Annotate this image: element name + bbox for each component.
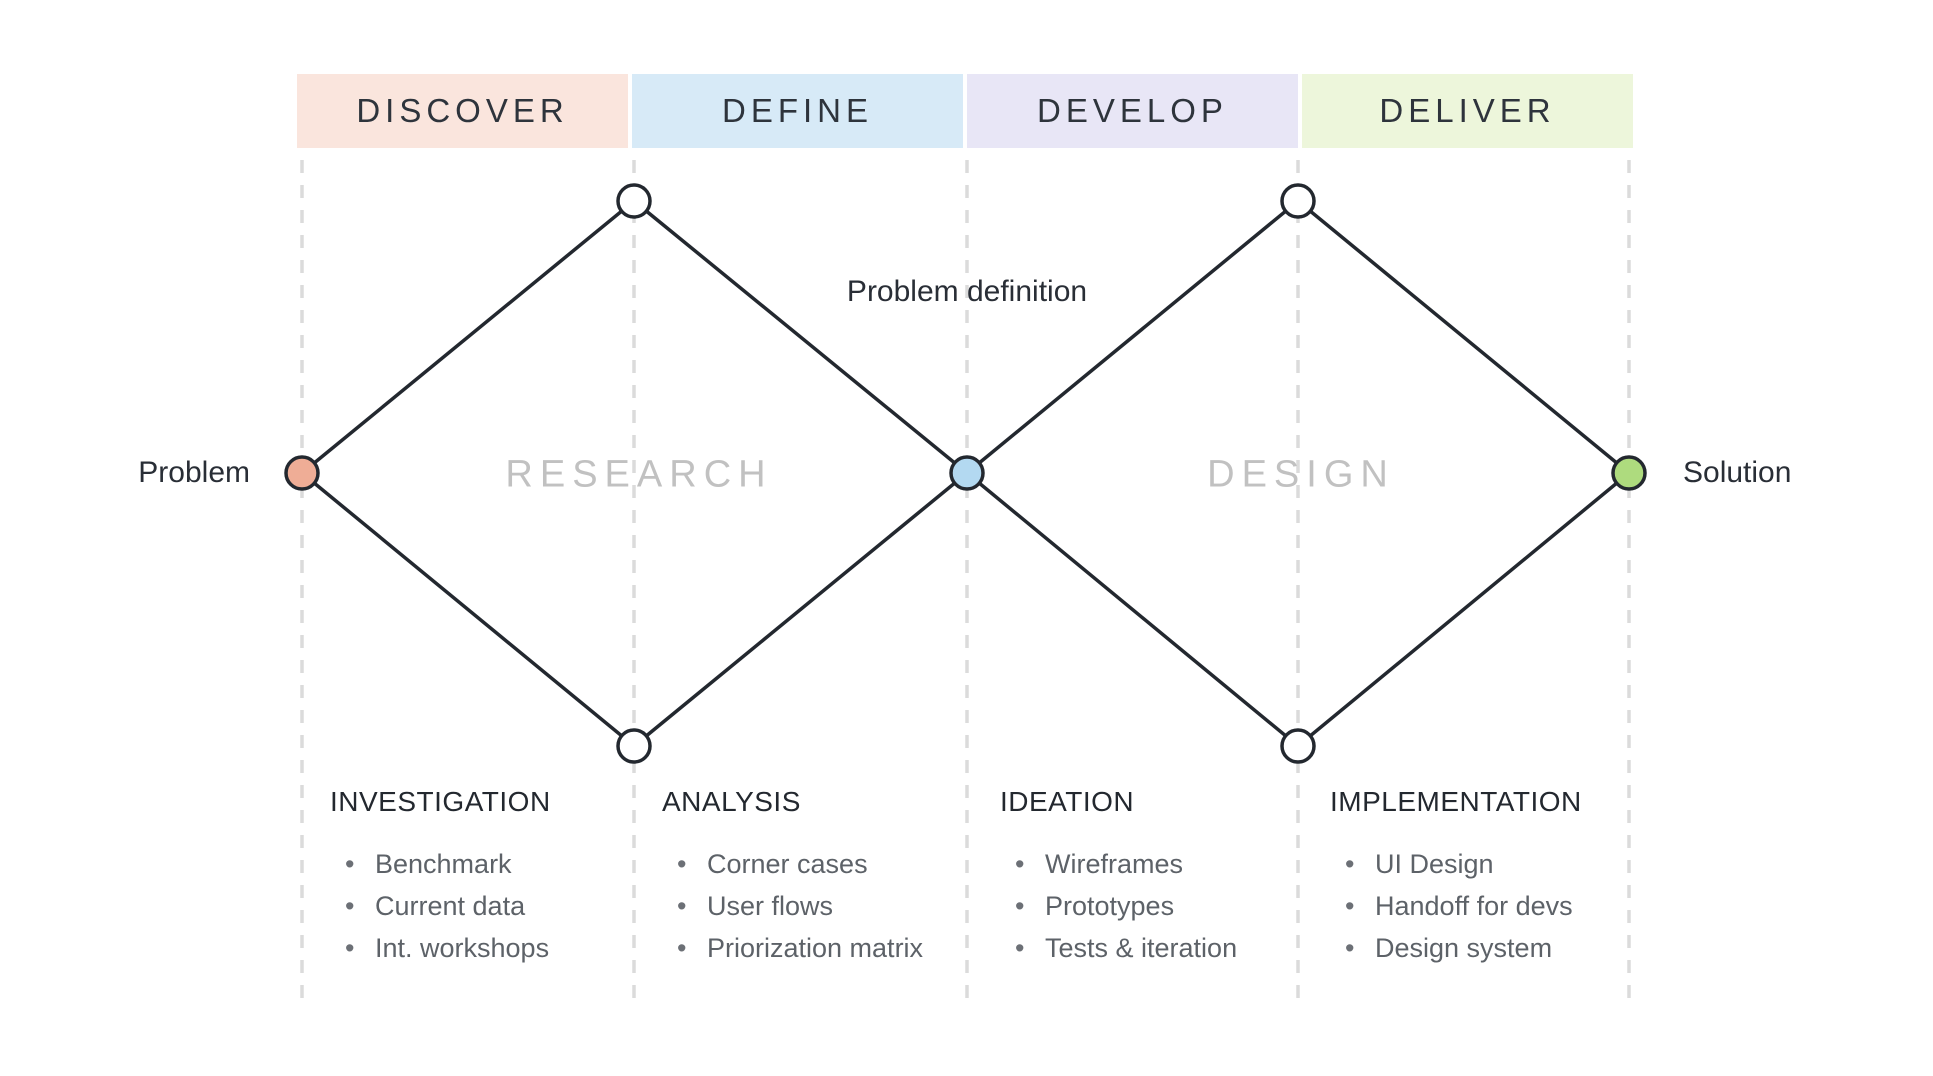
list-item: • Int. workshops bbox=[330, 927, 640, 969]
column-title: INVESTIGATION bbox=[330, 786, 551, 817]
list-item: • Handoff for devs bbox=[1330, 885, 1640, 927]
solution-label: Solution bbox=[1683, 456, 1792, 489]
phase-discover: DISCOVER bbox=[297, 74, 628, 148]
list-item: • Benchmark bbox=[330, 843, 640, 885]
problem-definition-label: Problem definition bbox=[846, 275, 1088, 308]
bullet-icon: • bbox=[677, 891, 687, 921]
column-analysis: ANALYSIS • Corner cases • User flows • Prio… bbox=[662, 786, 972, 969]
bullet-icon: • bbox=[677, 933, 687, 963]
list-item-label: Corner cases bbox=[707, 849, 868, 879]
phase-deliver: DELIVER bbox=[1302, 74, 1633, 148]
list-item-label: Design system bbox=[1375, 933, 1553, 963]
list-item-label: Int. workshops bbox=[375, 933, 550, 963]
bullet-icon: • bbox=[1015, 891, 1025, 921]
column-item-list: • Wireframes • Prototypes • Tests & iterati… bbox=[1000, 843, 1310, 969]
list-item: • Design system bbox=[1330, 927, 1640, 969]
list-item: • Current data bbox=[330, 885, 640, 927]
list-item-label: Current data bbox=[375, 891, 526, 921]
list-item: • Corner cases bbox=[662, 843, 972, 885]
research-top-node bbox=[616, 183, 652, 219]
list-item: • Prototypes bbox=[1000, 885, 1310, 927]
list-item: • Priorization matrix bbox=[662, 927, 972, 969]
list-item: • Tests & iteration bbox=[1000, 927, 1310, 969]
list-item: • UI Design bbox=[1330, 843, 1640, 885]
phase-header-band: DISCOVER DEFINE DEVELOP DELIVER bbox=[297, 74, 1633, 148]
design-watermark-label: DESIGN bbox=[1207, 453, 1395, 496]
bullet-icon: • bbox=[345, 849, 355, 879]
design-top-node bbox=[1280, 183, 1316, 219]
column-title: IMPLEMENTATION bbox=[1330, 786, 1582, 817]
list-item: • User flows bbox=[662, 885, 972, 927]
list-item-label: Benchmark bbox=[375, 849, 512, 879]
bullet-icon: • bbox=[1345, 891, 1355, 921]
bullet-icon: • bbox=[345, 891, 355, 921]
column-item-list: • UI Design • Handoff for devs • Design sys… bbox=[1330, 843, 1640, 969]
list-item-label: Prototypes bbox=[1045, 891, 1175, 921]
bullet-icon: • bbox=[677, 849, 687, 879]
list-item-label: Handoff for devs bbox=[1375, 891, 1573, 921]
bullet-icon: • bbox=[345, 933, 355, 963]
research-bottom-node bbox=[616, 728, 652, 764]
design-bottom-node bbox=[1280, 728, 1316, 764]
column-title: ANALYSIS bbox=[662, 786, 801, 817]
list-item-label: UI Design bbox=[1375, 849, 1494, 879]
column-title: IDEATION bbox=[1000, 786, 1135, 817]
research-watermark-label: RESEARCH bbox=[505, 453, 773, 496]
list-item: • Wireframes bbox=[1000, 843, 1310, 885]
problem-definition-node bbox=[949, 455, 985, 491]
list-item-label: Priorization matrix bbox=[707, 933, 924, 963]
column-item-list: • Benchmark • Current data • Int. workshops bbox=[330, 843, 640, 969]
list-item-label: Wireframes bbox=[1045, 849, 1184, 879]
problem-label: Problem bbox=[138, 456, 250, 489]
list-item-label: Tests & iteration bbox=[1045, 933, 1238, 963]
list-item-label: User flows bbox=[707, 891, 834, 921]
column-implementation: IMPLEMENTATION • UI Design • Handoff for d… bbox=[1330, 786, 1640, 969]
bullet-icon: • bbox=[1345, 849, 1355, 879]
bullet-icon: • bbox=[1345, 933, 1355, 963]
solution-node bbox=[1611, 455, 1647, 491]
problem-node bbox=[284, 455, 320, 491]
bullet-icon: • bbox=[1015, 849, 1025, 879]
phase-define: DEFINE bbox=[632, 74, 963, 148]
column-ideation: IDEATION • Wireframes • Prototypes • Tests … bbox=[1000, 786, 1310, 969]
column-item-list: • Corner cases • User flows • Priorization … bbox=[662, 843, 972, 969]
phase-develop: DEVELOP bbox=[967, 74, 1298, 148]
column-investigation: INVESTIGATION • Benchmark • Current data •… bbox=[330, 786, 640, 969]
bullet-icon: • bbox=[1015, 933, 1025, 963]
